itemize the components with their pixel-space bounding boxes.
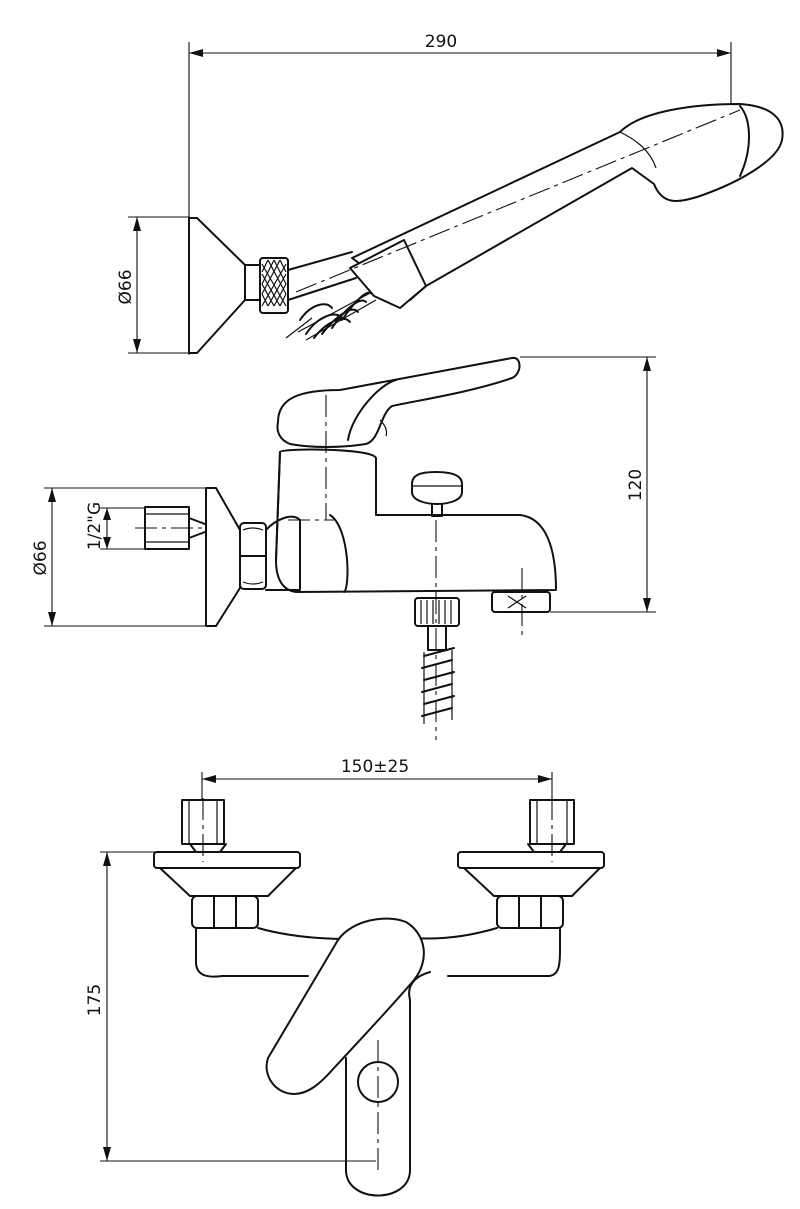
dim-thread [100,507,145,550]
lever-handle [276,356,521,448]
mixer-bar [195,927,561,978]
label-flange-66: Ø66 [31,540,51,575]
holder-arm [287,251,357,301]
dim-120 [520,356,656,613]
dim-175 [100,851,376,1162]
mixer-top-view [100,772,605,1197]
left-connector [153,799,301,929]
hex-nut [239,522,267,590]
label-175: 175 [85,984,105,1016]
right-connector [457,799,605,929]
top-centerlines [202,798,553,1170]
label-thread: 1/2"G [85,502,105,550]
dim-centres [201,772,553,800]
dim-flange-66 [44,487,215,627]
shower-head-view [128,42,784,355]
shower-head-face [739,105,750,177]
body-connector [265,515,301,591]
diverter-knob [411,471,463,517]
wall-plate [188,217,246,354]
shower-centerline [295,109,741,293]
lever-top [265,917,425,1095]
holder-clip [349,239,427,309]
hose-coil [285,291,377,341]
knurled-nut [259,257,289,314]
dim-290 [188,42,732,355]
wall-flange [205,487,241,627]
label-centres: 150±25 [341,757,409,777]
mixer-centerlines [135,395,523,740]
mixer-body [275,448,557,593]
shower-handle [351,103,784,301]
dim-holder-66 [128,216,190,354]
holder-collar [244,264,261,301]
spout-outlet [491,591,551,613]
label-holder-66: Ø66 [116,269,136,304]
mixer-side-view [44,356,656,740]
hose-connector [414,597,460,724]
label-120: 120 [626,469,646,501]
label-290: 290 [425,32,457,52]
